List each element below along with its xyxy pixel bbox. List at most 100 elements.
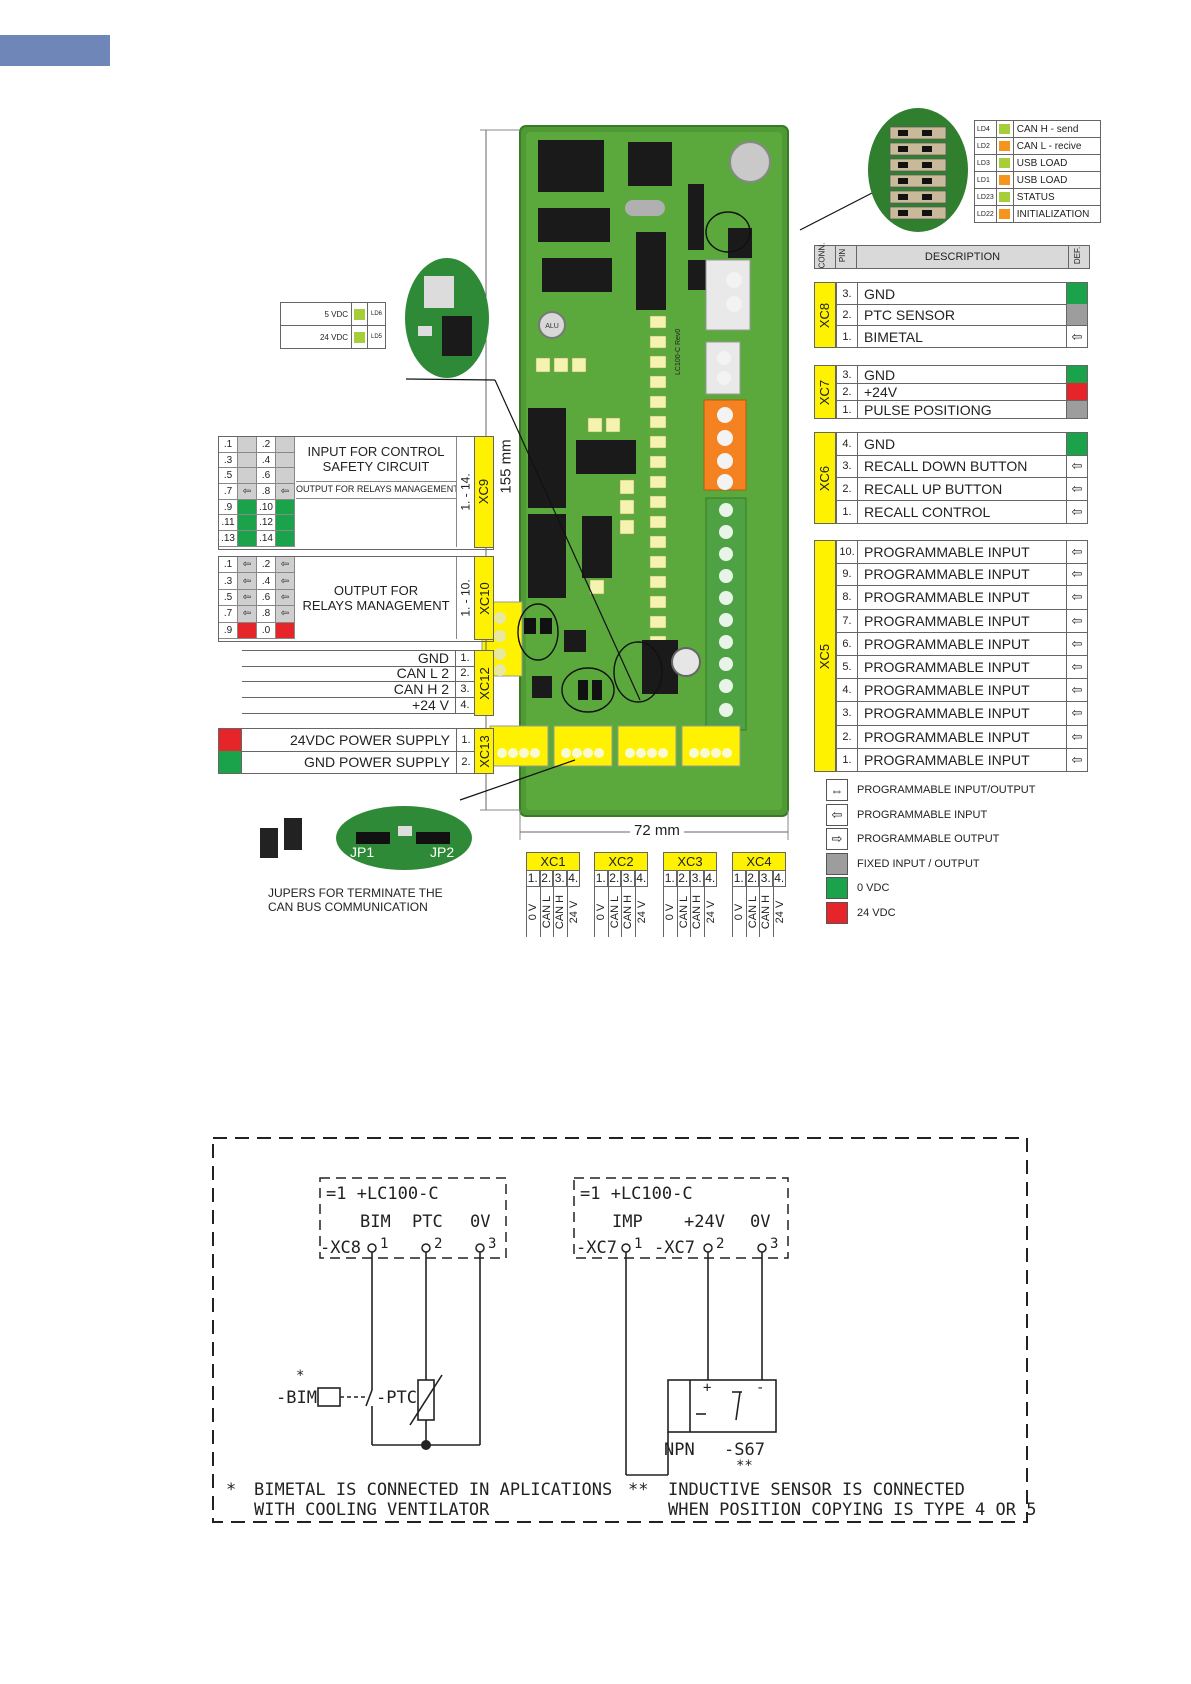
pin-def: ⇦ — [1066, 541, 1088, 564]
left-schematic-title: =1 +LC100-C — [326, 1184, 439, 1204]
led-swatch — [998, 141, 1010, 151]
pin-def: ⇦ — [1066, 609, 1088, 632]
xc13-color — [219, 751, 242, 773]
rev-label: LC100-C Rev0 — [675, 329, 682, 375]
legend-symbol: ⇔ — [826, 779, 848, 802]
connector-name: XC9 — [476, 479, 492, 505]
right-schematic-title: =1 +LC100-C — [580, 1184, 693, 1204]
connector-signal-cell: CAN L — [539, 887, 554, 937]
connector-name-cell: XC9 — [474, 436, 494, 548]
connector-signal-cell: CAN L — [745, 887, 760, 937]
pin-def: ⇦ — [1066, 326, 1088, 347]
sensor-minus: - — [756, 1380, 765, 1396]
pin-grid-row: .13.14 — [219, 531, 295, 547]
connector-pin: 2. — [745, 871, 759, 887]
right-pin-imp: IMP — [612, 1212, 643, 1232]
pin-grid-number: .4 — [257, 452, 276, 469]
legend-label: 0 VDC — [857, 882, 890, 895]
led-label: USB LOAD — [1012, 171, 1101, 189]
connector-signal: 0 V — [527, 903, 540, 921]
pin-description: PROGRAMMABLE INPUT — [864, 612, 1030, 629]
pin-number: 3. — [836, 366, 858, 383]
pin-row: 4.GND — [836, 432, 1088, 456]
pin-row: 1.PULSE POSITIONG — [836, 401, 1088, 419]
output-relays-label: OUTPUT FOR RELAYS MANAGEMENT — [296, 481, 456, 499]
connector-signal: CAN H — [554, 894, 567, 930]
pin-description: PROGRAMMABLE INPUT — [864, 659, 1030, 676]
pin-grid-row: .9.0 — [219, 622, 295, 639]
legend-item: ⇨PROGRAMMABLE OUTPUT — [826, 827, 1035, 852]
legend-item: ⇦PROGRAMMABLE INPUT — [826, 803, 1035, 828]
pin-row: 3. GND — [836, 365, 1088, 384]
pin-grid-number: .0 — [257, 622, 276, 639]
pin-description: PROGRAMMABLE INPUT — [864, 589, 1030, 606]
pin-grid-def — [238, 622, 257, 639]
connector-signal: CAN H — [760, 894, 773, 930]
connector-pin: 2. — [539, 871, 553, 887]
xc13-desc: GND POWER SUPPLY — [304, 754, 450, 770]
xc12-desc: CAN H 2 — [393, 681, 449, 697]
pin-def: ⇦ — [1066, 563, 1088, 586]
pin-grid-row: .3⇦.4⇦ — [219, 573, 295, 590]
jp1-label: JP1 — [350, 844, 375, 860]
connector-leads — [526, 937, 580, 961]
pin-grid-def: ⇦ — [238, 573, 257, 590]
pin-description: RECALL DOWN BUTTON — [864, 458, 1028, 474]
pin-number: 6. — [836, 632, 858, 655]
pin-grid-def: ⇦ — [276, 589, 295, 607]
connector-signal: 24 V — [567, 900, 580, 924]
led-label: INITIALIZATION — [1012, 205, 1101, 223]
pin-grid-def: ⇦ — [276, 573, 295, 590]
pin-grid-def — [276, 515, 295, 532]
legend-item: 24 VDC — [826, 901, 1035, 926]
legend-symbol — [826, 901, 848, 924]
connector-name: XC5 — [817, 643, 833, 669]
pin-description: RECALL UP BUTTON — [864, 481, 1003, 497]
connector-signal-cell: CAN H — [759, 887, 773, 937]
pin-row: 2.RECALL UP BUTTON⇦ — [836, 478, 1088, 501]
pin-grid-number: .6 — [257, 468, 276, 485]
symbol-legend: ⇔PROGRAMMABLE INPUT/OUTPUT⇦PROGRAMMABLE … — [826, 778, 1035, 925]
connector-name: XC12 — [476, 666, 492, 700]
connector-name: XC13 — [476, 734, 492, 768]
pcb-board: ALU LC100-C Rev0 — [480, 125, 789, 840]
right-pin-24v: +24V — [684, 1212, 725, 1232]
wiring-schematic — [212, 1137, 1028, 1523]
led-swatch — [998, 158, 1010, 168]
pin-number: 1. — [836, 501, 858, 523]
connector-name: XC6 — [817, 465, 833, 491]
power-led-swatch — [354, 331, 365, 343]
legend-item: 0 VDC — [826, 876, 1035, 901]
connector-signal-cell: 24 V — [772, 887, 787, 937]
legend-symbol: ⇦ — [826, 803, 848, 826]
connector-signal-cell: CAN L — [607, 887, 622, 937]
pin-description: GND — [864, 366, 896, 383]
legend-symbol — [826, 852, 848, 875]
pin-description: +24V — [864, 383, 898, 400]
block-title-line2: RELAYS MANAGEMENT — [302, 598, 450, 613]
xc12-desc: GND — [417, 650, 449, 666]
power-led-zoom-bubble — [405, 258, 489, 378]
pin-def — [1066, 401, 1088, 418]
connector-signal: 24 V — [704, 900, 717, 924]
led-zoom-bubble — [868, 108, 968, 232]
connector-signal: 0 V — [733, 903, 746, 921]
led-swatch — [998, 192, 1010, 202]
pin-row: 9.PROGRAMMABLE INPUT⇦ — [836, 563, 1088, 587]
connector-signal: 0 V — [595, 903, 608, 921]
pin-def — [1066, 283, 1088, 304]
pin-description: PROGRAMMABLE INPUT — [864, 705, 1030, 722]
pin-grid-def — [238, 437, 257, 453]
pin-description: RECALL CONTROL — [864, 504, 991, 520]
pin-number: 4. — [836, 433, 858, 455]
